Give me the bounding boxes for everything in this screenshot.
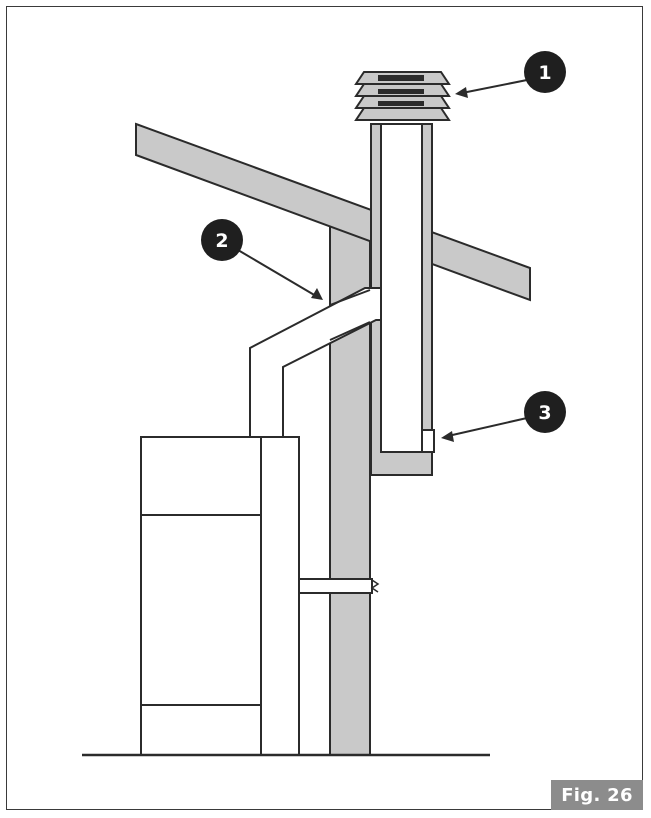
callout-1: 1 bbox=[524, 51, 566, 93]
wall-bracket bbox=[298, 578, 380, 594]
connector-pipe bbox=[249, 287, 382, 438]
callout-2: 2 bbox=[201, 219, 243, 261]
svg-text:1: 1 bbox=[538, 62, 551, 84]
stove bbox=[140, 436, 300, 756]
leader-arrows bbox=[237, 79, 528, 442]
rain-cap bbox=[354, 71, 451, 121]
inspection-cap bbox=[421, 429, 435, 453]
figure-label: Fig. 26 bbox=[551, 780, 643, 810]
callout-3: 3 bbox=[524, 391, 566, 433]
chimney-flue-inner bbox=[380, 123, 423, 453]
svg-text:2: 2 bbox=[215, 230, 228, 252]
svg-text:3: 3 bbox=[538, 402, 551, 424]
